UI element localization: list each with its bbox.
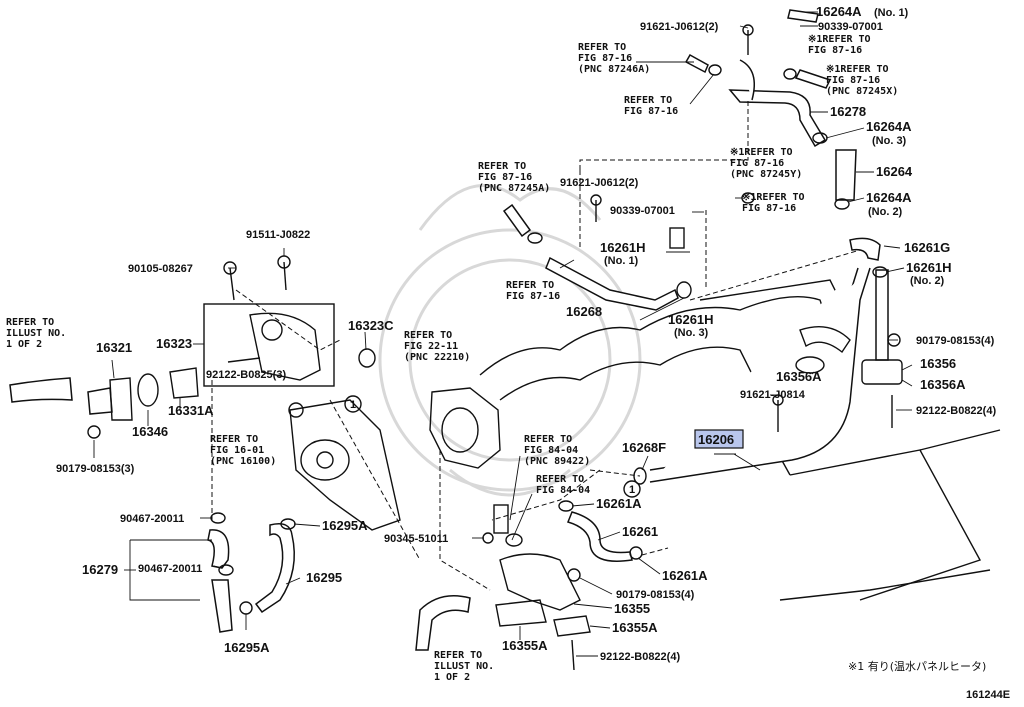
label-16206[interactable]: 16206	[698, 432, 734, 447]
bolts	[223, 24, 901, 547]
bottom-hoses	[207, 511, 633, 651]
label-16295[interactable]: 16295	[306, 570, 342, 585]
label-90179-right[interactable]: 90179-08153(4)	[916, 335, 995, 347]
bracket-16279	[124, 539, 212, 601]
water-inlet-16355	[495, 553, 591, 671]
label-16355[interactable]: 16355	[614, 601, 650, 616]
label-91621-mid[interactable]: 91621-J0612(2)	[560, 177, 639, 189]
label-16261a-b[interactable]: 16261A	[662, 568, 708, 583]
label-16261h-1[interactable]: 16261H	[600, 240, 646, 255]
label-16355a-a[interactable]: 16355A	[612, 620, 658, 635]
label-16346[interactable]: 16346	[132, 424, 168, 439]
label-91511[interactable]: 91511-J0822	[246, 229, 310, 241]
labels: 16264A (No. 1) 90339-07001 91621-J0612(2…	[6, 4, 1010, 701]
label-16261g[interactable]: 16261G	[904, 240, 950, 255]
label-90345[interactable]: 90345-51011	[384, 533, 448, 545]
circle-ref-1a: 1	[344, 395, 362, 413]
label-16261h-1-qty: (No. 1)	[604, 255, 639, 267]
watermark-logo	[378, 184, 642, 497]
label-16261a-a[interactable]: 16261A	[596, 496, 642, 511]
label-16264a-low[interactable]: 16264A	[866, 190, 912, 205]
water-pump	[288, 399, 401, 531]
label-16264a-low-qty: (No. 2)	[868, 206, 903, 218]
reference-lines	[211, 98, 861, 591]
label-92122-right[interactable]: 92122-B0822(4)	[916, 405, 996, 417]
label-90339-mid[interactable]: 90339-07001	[610, 205, 675, 217]
label-16261h-2[interactable]: 16261H	[906, 260, 952, 275]
label-16356[interactable]: 16356	[920, 356, 956, 371]
label-92122-low[interactable]: 92122-B0822(4)	[600, 651, 680, 663]
highlight-box-16206	[694, 429, 744, 449]
label-16264a-mid[interactable]: 16264A	[866, 119, 912, 134]
top-hoses	[684, 9, 857, 201]
label-16321[interactable]: 16321	[96, 340, 132, 355]
label-90467-a[interactable]: 90467-20011	[120, 513, 184, 525]
label-90105[interactable]: 90105-08267	[128, 263, 193, 275]
circle-ref-1b: 1	[623, 480, 641, 498]
label-16264a-top-qty: (No. 1)	[874, 7, 909, 19]
label-16356a-a[interactable]: 16356A	[776, 369, 822, 384]
label-92122-left[interactable]: 92122-B0825(3)	[206, 369, 286, 381]
throttle-body	[429, 387, 501, 469]
label-16323[interactable]: 16323	[156, 336, 192, 351]
label-16295a-b[interactable]: 16295A	[224, 640, 270, 655]
label-16323c[interactable]: 16323C	[348, 318, 394, 333]
clamps	[210, 64, 888, 615]
label-16264a-mid-qty: (No. 3)	[872, 135, 907, 147]
label-16261[interactable]: 16261	[622, 524, 658, 539]
circle-ref-1b-text: 1	[629, 484, 635, 496]
label-16264a-top[interactable]: 16264A	[816, 4, 862, 19]
leader-lines	[93, 11, 913, 657]
label-90339-top[interactable]: 90339-07001	[818, 21, 883, 33]
circle-ref-1a-text: 1	[350, 399, 356, 411]
label-16279[interactable]: 16279	[82, 562, 118, 577]
water-outlet-16356	[795, 326, 903, 428]
label-16261h-2-qty: (No. 2)	[910, 275, 945, 287]
label-16295a-a[interactable]: 16295A	[322, 518, 368, 533]
thermostat-group	[9, 303, 376, 439]
label-90179-low[interactable]: 90179-08153(4)	[616, 589, 695, 601]
label-16331a[interactable]: 16331A	[168, 403, 214, 418]
label-90179-left[interactable]: 90179-08153(3)	[56, 463, 135, 475]
label-16278[interactable]: 16278	[830, 104, 866, 119]
label-90467-b[interactable]: 90467-20011	[138, 563, 202, 575]
label-91621-j0814[interactable]: 91621-J0814	[740, 389, 806, 401]
label-16355a-b[interactable]: 16355A	[502, 638, 548, 653]
label-16268f[interactable]: 16268F	[622, 440, 666, 455]
label-91621-top[interactable]: 91621-J0612(2)	[640, 21, 719, 33]
water-pipe-16206	[633, 267, 871, 485]
label-16261h-3[interactable]: 16261H	[668, 312, 714, 327]
footnote: ※1 有り(温水パネルヒータ)	[848, 659, 986, 673]
label-16261h-3-qty: (No. 3)	[674, 327, 709, 339]
label-16268[interactable]: 16268	[566, 304, 602, 319]
label-16264[interactable]: 16264	[876, 164, 913, 179]
label-16356a-b[interactable]: 16356A	[920, 377, 966, 392]
diagram-id: 161244E	[966, 689, 1010, 701]
water-pipe-16268	[502, 203, 889, 361]
